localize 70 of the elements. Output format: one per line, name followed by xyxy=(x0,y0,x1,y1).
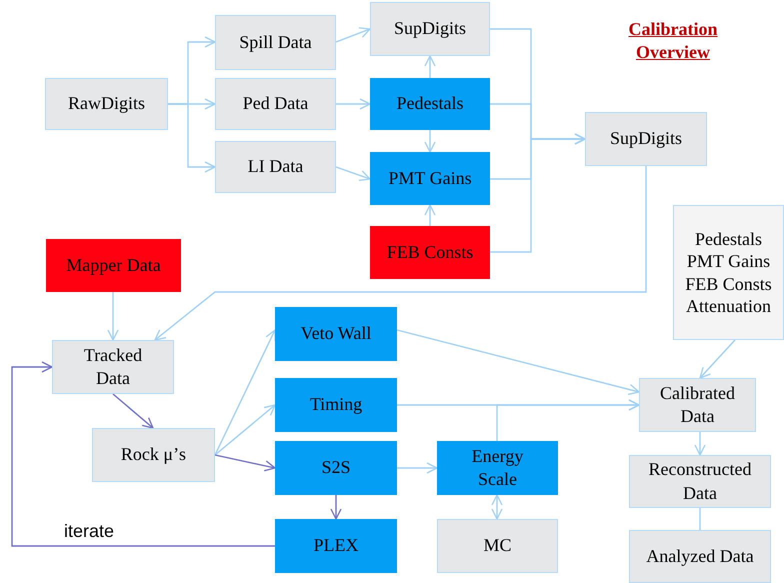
arrow xyxy=(336,166,371,182)
process-box xyxy=(370,2,490,56)
arrow xyxy=(107,292,119,341)
node-text: Calibrated Data xyxy=(659,382,736,428)
arrow xyxy=(424,130,436,153)
process-box xyxy=(215,78,336,130)
arrow xyxy=(336,27,371,43)
process-box xyxy=(437,519,558,573)
node-text: Veto Wall xyxy=(300,322,372,346)
calibration-box xyxy=(275,441,397,495)
node-text: Mapper Data xyxy=(66,254,161,277)
node-text: FEB Consts xyxy=(386,240,474,264)
calibration-box xyxy=(275,519,397,573)
arrow xyxy=(336,98,371,110)
calibration-box xyxy=(275,307,397,361)
title: Calibration Overview xyxy=(627,18,718,64)
node-text: Pedestals xyxy=(695,228,762,250)
process-box xyxy=(629,455,771,508)
arrow xyxy=(112,393,154,429)
node-text: PMT Gains xyxy=(388,166,472,190)
arrow xyxy=(214,404,276,456)
arrow xyxy=(397,462,438,474)
arrow xyxy=(424,204,436,226)
arrow xyxy=(694,432,706,456)
node-text: RawDigits xyxy=(68,92,145,116)
process-box xyxy=(639,378,756,432)
node-text: S2S xyxy=(321,456,351,480)
node-text: Pedestals xyxy=(396,92,464,116)
node-text: SupDigits xyxy=(394,17,466,40)
node-text: Tracked Data xyxy=(82,344,144,390)
node-text: Ped Data xyxy=(242,92,308,116)
arrow xyxy=(490,133,586,253)
calibration-box xyxy=(437,441,558,495)
input-box xyxy=(46,239,181,292)
input-box xyxy=(370,226,490,279)
arrow xyxy=(330,495,342,520)
node-text: MC xyxy=(483,534,512,558)
node-text: Reconstructed Data xyxy=(648,458,752,504)
process-box xyxy=(45,78,168,130)
process-box xyxy=(52,340,174,394)
calibration-box xyxy=(275,378,397,432)
note-box xyxy=(673,205,784,340)
node-text: Spill Data xyxy=(239,30,312,54)
node-text: PMT Gains xyxy=(686,250,770,272)
arrow xyxy=(424,55,436,78)
node-text: SupDigits xyxy=(610,127,682,150)
process-box xyxy=(629,530,771,583)
process-box xyxy=(585,112,707,166)
arrow xyxy=(11,361,275,547)
node-text: Attenuation xyxy=(686,295,771,318)
process-box xyxy=(215,141,336,193)
arrow xyxy=(214,454,276,472)
calibration-box xyxy=(370,78,490,130)
node-text: Rock μ’s xyxy=(120,443,186,466)
process-box xyxy=(215,15,336,70)
arrow xyxy=(397,399,640,411)
node-text: Analyzed Data xyxy=(646,544,754,568)
arrow xyxy=(396,329,640,395)
arrow xyxy=(214,329,276,456)
node-text: LI Data xyxy=(248,155,304,178)
node-text: FEB Consts xyxy=(685,272,772,295)
arrow xyxy=(168,103,216,173)
arrow xyxy=(154,166,647,341)
calibration-box xyxy=(370,152,490,205)
arrow xyxy=(491,494,503,520)
node-text: Timing xyxy=(310,393,362,416)
arrow xyxy=(699,340,736,379)
process-box xyxy=(92,428,215,482)
node-text: PLEX xyxy=(314,534,358,558)
node-text: Energy Scale xyxy=(470,444,524,491)
